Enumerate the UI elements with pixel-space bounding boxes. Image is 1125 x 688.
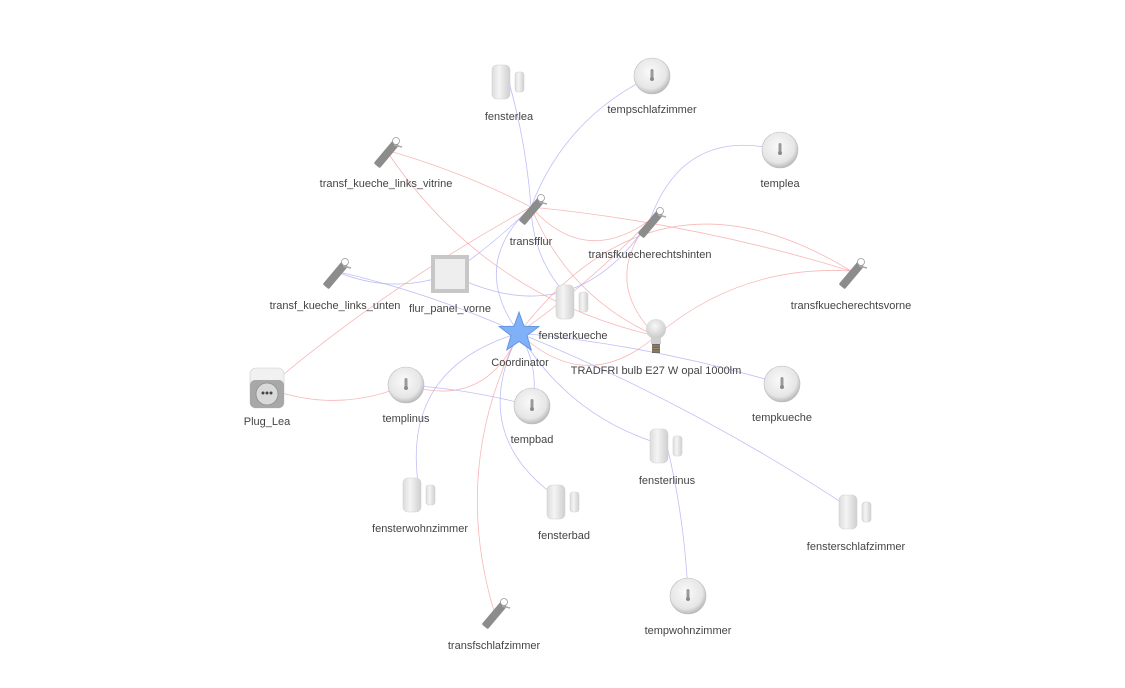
led-driver-icon	[323, 258, 352, 289]
node-label: tempwohnzimmer	[645, 625, 732, 637]
node-fensterwohnzimmer[interactable]: fensterwohnzimmer	[372, 477, 468, 535]
link-transfkuecherechtshinten-coordinator	[518, 219, 651, 334]
led-driver-icon	[374, 137, 403, 168]
contact-sensor-icon	[838, 494, 872, 530]
node-fensterkueche[interactable]: fensterkueche	[538, 284, 608, 342]
led-driver-icon	[839, 258, 868, 289]
node-label: transf_kueche_links_unten	[270, 300, 401, 312]
node-label: transf_kueche_links_vitrine	[320, 178, 453, 190]
node-fensterschlafzimmer[interactable]: fensterschlafzimmer	[807, 494, 906, 553]
node-label: tempschlafzimmer	[607, 104, 697, 116]
link-coordinator-fensterwohnzimmer	[415, 332, 520, 496]
link-coordinator-tempkueche	[518, 332, 783, 385]
coordinator-star-icon	[497, 310, 541, 351]
link-transfflur-tradfri	[530, 206, 657, 337]
node-plug_lea[interactable]: Plug_Lea	[244, 367, 291, 428]
link-tempschlafzimmer-transfflur	[530, 75, 653, 208]
node-label: fensterschlafzimmer	[807, 541, 906, 553]
node-fensterlinus[interactable]: fensterlinus	[639, 428, 696, 487]
contact-sensor-icon	[402, 477, 436, 513]
node-tempschlafzimmer[interactable]: tempschlafzimmer	[607, 57, 697, 116]
link-coordinator-transfschlafzimmer	[476, 332, 520, 612]
temperature-sensor-icon	[387, 366, 425, 404]
link-coordinator-fensterschlafzimmer	[518, 332, 857, 513]
node-label: flur_panel_vorne	[409, 303, 491, 315]
node-transf_kueche_links_unten[interactable]: transf_kueche_links_unten	[270, 258, 401, 313]
node-label: fensterkueche	[538, 330, 607, 342]
node-templea[interactable]: templea	[760, 131, 800, 190]
link-plug_lea-transfflur	[266, 206, 532, 389]
node-tempbad[interactable]: tempbad	[511, 387, 554, 446]
link-transfkuecherechtshinten-tradfri	[626, 219, 657, 337]
node-label: fensterlea	[485, 111, 534, 123]
link-transfkuecherechtsvorne-tradfri	[655, 270, 852, 337]
node-label: transfkuecherechtshinten	[589, 249, 712, 261]
link-transfflur-coordinator	[495, 206, 532, 334]
node-label: Plug_Lea	[244, 416, 291, 428]
link-templea-transfkuecherechtshinten	[649, 144, 781, 221]
temperature-sensor-icon	[633, 57, 671, 95]
node-fensterbad[interactable]: fensterbad	[538, 484, 590, 542]
node-label: transfschlafzimmer	[448, 640, 541, 652]
node-label: transfkuecherechtsvorne	[791, 300, 911, 312]
temperature-sensor-icon	[763, 365, 801, 403]
link-transfflur-transfkuecherechtsvorne	[530, 206, 852, 272]
node-transfkuecherechtsvorne[interactable]: transfkuecherechtsvorne	[791, 258, 911, 313]
contact-sensor-icon	[546, 484, 580, 520]
link-coordinator-fensterbad	[499, 332, 565, 503]
node-fensterlea[interactable]: fensterlea	[485, 64, 534, 123]
node-templinus[interactable]: templinus	[382, 366, 430, 425]
led-driver-icon	[482, 598, 511, 629]
contact-sensor-icon	[555, 284, 589, 320]
node-label: fensterbad	[538, 530, 590, 542]
node-coordinator[interactable]: Coordinator	[491, 310, 549, 369]
link-fensterlea-transfflur	[508, 81, 532, 208]
node-tempkueche[interactable]: tempkueche	[752, 365, 812, 424]
node-tradfri[interactable]: TRADFRI bulb E27 W opal 1000lm	[571, 319, 742, 377]
node-transfflur[interactable]: transfflur	[510, 194, 553, 249]
node-label: templinus	[382, 413, 430, 425]
node-label: Coordinator	[491, 357, 549, 369]
link-transf_kueche_links_vitrine-transfflur	[385, 149, 532, 208]
smart-plug-icon	[249, 367, 285, 409]
link-plug_lea-templinus	[266, 384, 407, 401]
link-transf_kueche_links_vitrine-tradfri	[385, 149, 657, 337]
link-coordinator-tradfri	[518, 332, 657, 366]
node-label: templea	[760, 178, 800, 190]
nodes-layer: Coordinator fensterlea tempschlafzimmer tra…	[244, 57, 911, 653]
node-label: fensterwohnzimmer	[372, 523, 468, 535]
contact-sensor-icon	[649, 428, 683, 464]
node-transfkuecherechtshinten[interactable]: transfkuecherechtshinten	[589, 207, 712, 262]
link-transf_kueche_links_unten-coordinator	[334, 270, 520, 334]
node-label: TRADFRI bulb E27 W opal 1000lm	[571, 365, 742, 377]
light-panel-icon	[431, 255, 469, 293]
link-fensterlinus-tempwohnzimmer	[666, 445, 689, 597]
temperature-sensor-icon	[513, 387, 551, 425]
temperature-sensor-icon	[669, 577, 707, 615]
link-coordinator-fensterlinus	[518, 332, 668, 447]
node-label: tempbad	[511, 434, 554, 446]
link-transfflur-transfkuecherechtshinten	[530, 206, 651, 242]
node-label: fensterlinus	[639, 475, 696, 487]
led-driver-icon	[638, 207, 667, 238]
node-transfschlafzimmer[interactable]: transfschlafzimmer	[448, 598, 541, 653]
node-label: transfflur	[510, 236, 553, 248]
node-flur_panel_vorne[interactable]: flur_panel_vorne	[409, 255, 491, 315]
temperature-sensor-icon	[761, 131, 799, 169]
contact-sensor-icon	[491, 64, 525, 100]
node-tempwohnzimmer[interactable]: tempwohnzimmer	[645, 577, 732, 637]
light-bulb-icon	[646, 319, 666, 353]
led-driver-icon	[519, 194, 548, 225]
node-label: tempkueche	[752, 412, 812, 424]
node-transf_kueche_links_vitrine[interactable]: transf_kueche_links_vitrine	[320, 137, 453, 191]
link-templinus-tempbad	[405, 384, 533, 407]
